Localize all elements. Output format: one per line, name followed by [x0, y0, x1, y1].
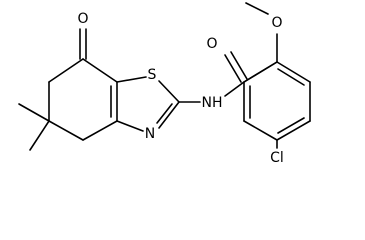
bond-c2-n — [158, 101, 180, 129]
bond-b1-b2-inner — [277, 68, 305, 86]
atom-cl: Cl — [270, 150, 284, 166]
bond-c5-methyl-2 — [29, 120, 50, 151]
bond-b3-b4 — [276, 120, 311, 141]
bond-c7a-s — [116, 76, 147, 83]
atom-labels: O S N NH O O Cl — [77, 11, 283, 166]
bond-o-methoxy-ch3 — [245, 2, 269, 15]
bond-nh-c-amide — [224, 81, 245, 97]
atom-s: S — [148, 67, 157, 83]
bond-c5-c4 — [48, 120, 84, 141]
atom-o-methoxy: O — [271, 15, 282, 31]
bond-c2-n-inner — [156, 103, 173, 124]
bond-n-c3a — [116, 120, 144, 132]
bond-s-c2 — [158, 80, 180, 103]
bond-b1-b2 — [276, 61, 311, 83]
bond-c4-c3a — [82, 120, 118, 141]
bond-c5-methyl-1 — [18, 103, 50, 122]
atom-nh: NH — [202, 95, 223, 111]
atom-n: N — [145, 126, 155, 142]
molecule-structure: O S N NH O O Cl — [18, 2, 311, 166]
atom-o-amide: O — [206, 36, 217, 52]
bond-b3-b4-inner — [277, 117, 305, 134]
bond-b6-b1 — [243, 61, 278, 83]
bond-c-amide-o-b — [230, 51, 248, 80]
bond-c7a-c7 — [82, 58, 118, 83]
atom-o-ketone: O — [77, 11, 88, 27]
bond-set — [18, 2, 311, 151]
bond-c7-c6 — [48, 58, 84, 83]
bond-c-amide-o-a — [224, 54, 242, 83]
bond-b4-b5 — [243, 120, 278, 141]
